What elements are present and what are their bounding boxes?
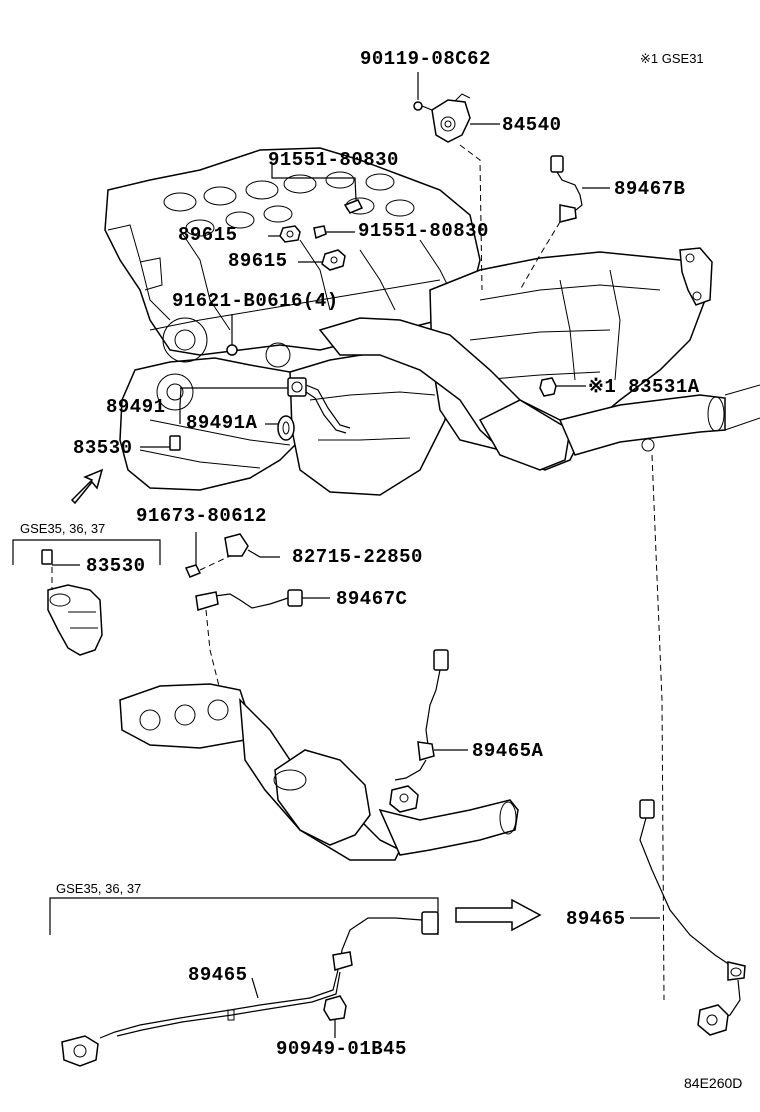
part-89465-sensor-left: [61, 911, 439, 1067]
label-89467C: 89467C: [336, 588, 408, 610]
label-82715-22850: 82715-22850: [292, 546, 423, 568]
part-91551-bolt-b: [313, 225, 355, 240]
part-83531A-sensor: [539, 377, 586, 397]
part-89467B-sensor: [550, 155, 610, 223]
direction-arrow-right: [455, 898, 542, 932]
part-90949-clamp: [323, 995, 347, 1038]
part-83530-sensor-a: [140, 435, 181, 451]
label-91551-80830-a: 91551-80830: [268, 149, 399, 171]
part-89491-sensor: [287, 377, 351, 434]
label-89491: 89491: [106, 396, 166, 418]
part-90119-bolt: [413, 101, 433, 111]
part-91551-bolt-a: [271, 165, 364, 214]
label-89467B: 89467B: [614, 178, 686, 200]
label-84540: 84540: [502, 114, 562, 136]
label-83530-a: 83530: [73, 437, 133, 459]
label-90119-08C62: 90119-08C62: [360, 48, 491, 70]
part-91673-bolt: [184, 532, 202, 578]
part-91621-bolt: [226, 314, 238, 356]
label-89465A: 89465A: [472, 740, 544, 762]
group-label-gse-b: GSE35, 36, 37: [56, 881, 142, 896]
part-84540-sensor: [431, 93, 471, 143]
part-89465-sensor-right: [639, 799, 746, 1036]
part-89465A-sensor: [389, 649, 468, 813]
part-82715-bracket: [199, 533, 280, 571]
label-89491A: 89491A: [186, 412, 258, 434]
part-89615-knock-sensor-a: [268, 225, 301, 243]
label-91673-80612: 91673-80612: [136, 505, 267, 527]
group-label-gse-a: GSE35, 36, 37: [20, 521, 106, 536]
engine-block: [104, 147, 481, 496]
label-89615-b: 89615: [228, 250, 288, 272]
part-89615-knock-sensor-b: [298, 249, 346, 271]
exhaust-assembly-top: [318, 317, 760, 471]
label-83531A: ※1 83531A: [588, 376, 700, 398]
label-89465-right: 89465: [566, 908, 626, 930]
label-83530-b: 83530: [86, 555, 146, 577]
label-91621-B0616: 91621-B0616(4): [172, 290, 339, 312]
exhaust-manifold: [119, 683, 519, 861]
part-89491A-ring: [277, 415, 295, 441]
model-note: ※1 GSE31: [640, 51, 704, 66]
label-91551-80830-b: 91551-80830: [358, 220, 489, 242]
part-83530-sensor-b: [41, 549, 103, 656]
drawing-code: 84E260D: [684, 1075, 743, 1091]
part-89467C-sensor: [195, 589, 330, 691]
label-90949-01B45: 90949-01B45: [276, 1038, 407, 1060]
direction-arrow-up: [70, 468, 104, 505]
label-89465-left: 89465: [188, 964, 248, 986]
label-89615-a: 89615: [178, 224, 238, 246]
